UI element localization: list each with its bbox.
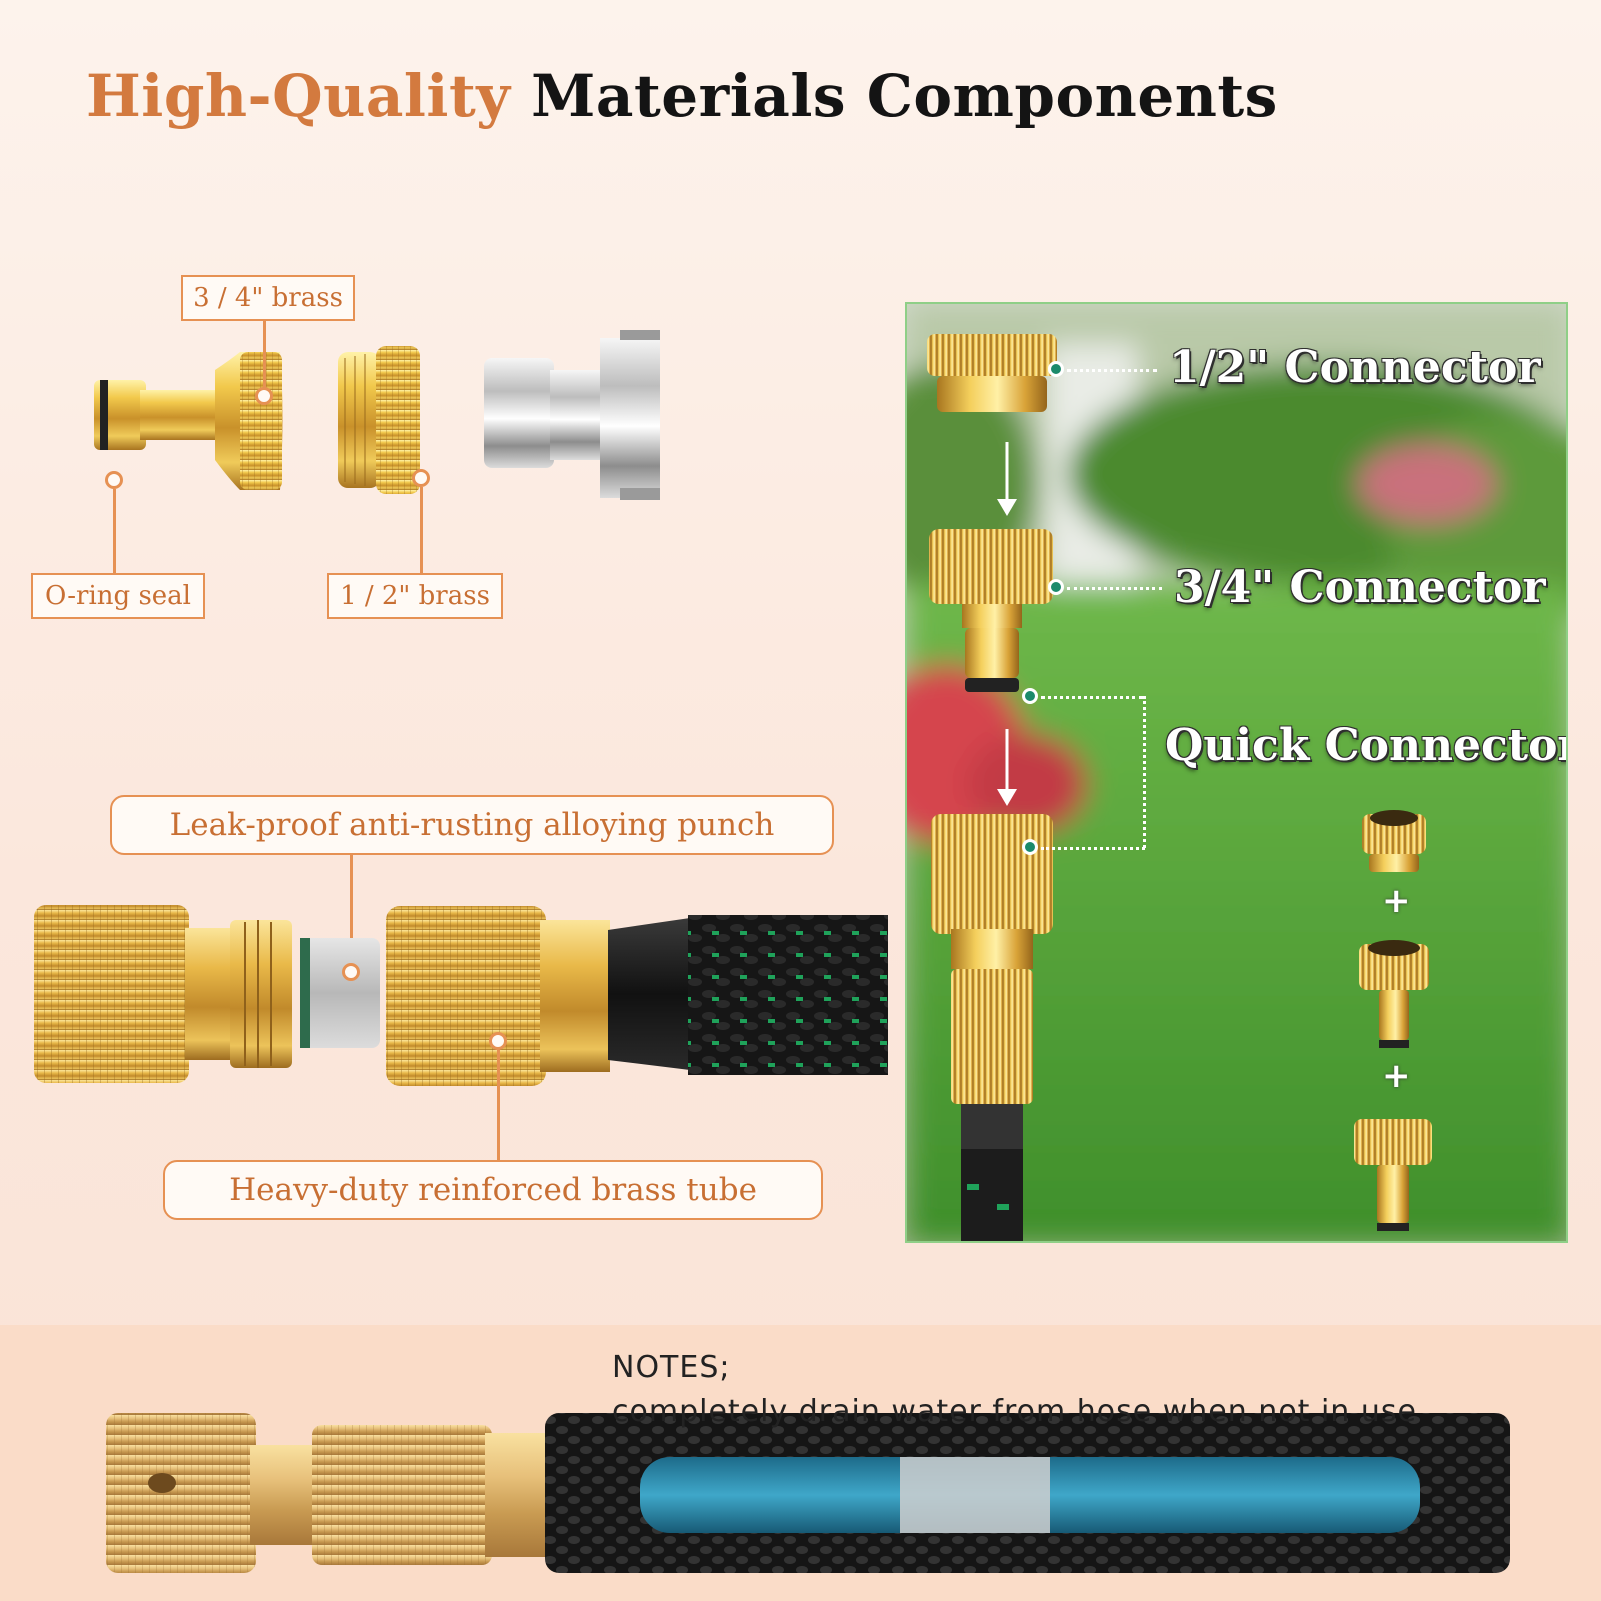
coupling-nut (34, 905, 189, 1083)
marker-12-brass (412, 469, 430, 487)
plus-sign-2: + (1382, 1056, 1411, 1096)
plus-sign-1: + (1382, 881, 1411, 921)
label-quick-connector: Quick Connector (1165, 720, 1568, 771)
marker-quick-oring (1022, 688, 1038, 704)
leader-34-brass (263, 321, 266, 391)
silver-adapter (484, 330, 660, 500)
hose-end-assembly (34, 905, 888, 1086)
garden-background (907, 304, 1566, 1241)
label-tube: Heavy-duty reinforced brass tube (163, 1160, 823, 1220)
hose-cutaway-illustration (106, 1413, 1510, 1573)
leader-quick-vertical (1143, 696, 1146, 848)
marker-quick-body (1022, 839, 1038, 855)
label-connector-12: 1/2" Connector (1169, 342, 1541, 393)
page-title: High-Quality Materials Components (86, 62, 1278, 130)
garden-photo-panel: 1/2" Connector 3/4" Connector Quick Conn… (905, 302, 1568, 1243)
label-34-brass: 3 / 4" brass (181, 275, 355, 321)
leader-12-brass (420, 487, 423, 573)
bottom-brass-tube (312, 1425, 492, 1565)
label-12-brass: 1 / 2" brass (327, 573, 503, 619)
punch-mesh (302, 938, 380, 1048)
label-punch: Leak-proof anti-rusting alloying punch (110, 795, 834, 855)
leader-quick-bottom (1041, 847, 1145, 850)
title-main: Materials Components (531, 62, 1278, 130)
fitting-12-brass (338, 346, 420, 494)
leader-oring (113, 489, 116, 573)
leader-tube (497, 1050, 500, 1160)
marker-connector-12 (1048, 361, 1064, 377)
marker-tube (489, 1032, 507, 1050)
braided-hose (688, 915, 888, 1075)
fitting-34-brass (94, 352, 283, 490)
bottom-coupling (106, 1413, 256, 1573)
marker-34-brass (255, 387, 273, 405)
fittings-illustration (94, 330, 660, 500)
leader-connector-34 (1067, 587, 1162, 590)
brass-tube (386, 906, 546, 1086)
leader-punch (350, 855, 353, 973)
marker-oring (105, 471, 123, 489)
title-accent: High-Quality (86, 62, 511, 130)
notes-text: completely drain water from hose when no… (612, 1394, 1417, 1429)
notes-title: NOTES; (612, 1350, 731, 1385)
marker-connector-34 (1048, 579, 1064, 595)
label-oring: O-ring seal (31, 573, 205, 619)
leader-quick-top (1041, 696, 1143, 699)
marker-punch (342, 963, 360, 981)
leader-connector-12 (1067, 369, 1157, 372)
label-connector-34: 3/4" Connector (1174, 562, 1546, 613)
